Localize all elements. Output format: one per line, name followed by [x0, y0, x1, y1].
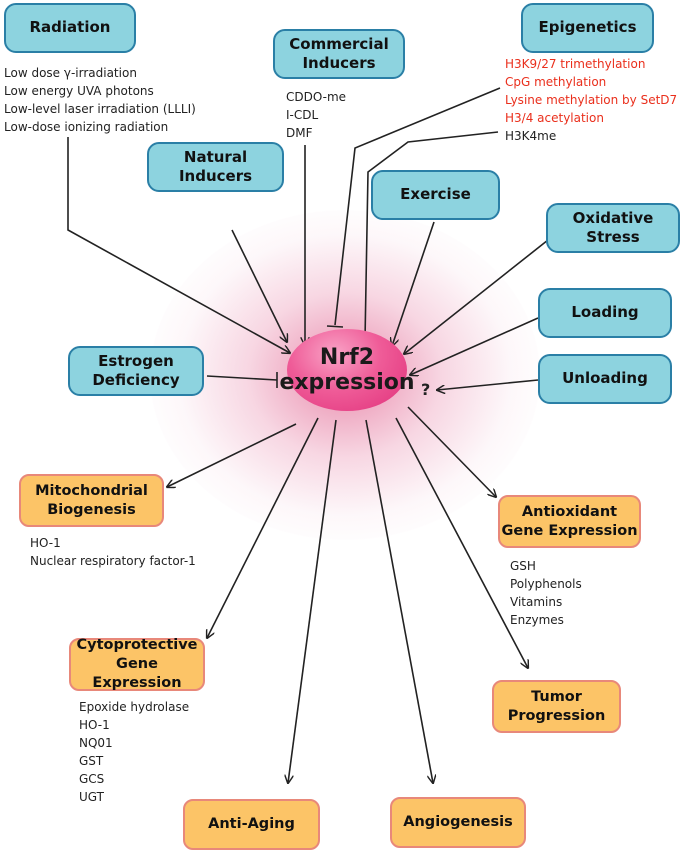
arrow-oxidative	[404, 239, 549, 354]
list-item: DMF	[286, 126, 313, 140]
center-line1: Nrf2	[319, 344, 375, 370]
angiogenesis-box: Angiogenesis	[390, 797, 526, 848]
tumor-title-line2: Progression	[507, 707, 606, 724]
epigenetics-box: Epigenetics	[521, 3, 654, 53]
list-item: I-CDL	[286, 108, 319, 122]
list-item: Low dose γ-irradiation	[4, 66, 137, 80]
arrow-to-cyto	[207, 417, 319, 638]
inhibit-epigenetics	[334, 87, 501, 326]
cyto-title-line1: Cytoprotective	[76, 637, 198, 654]
arrow-natural	[231, 229, 287, 342]
list-item: H3/4 acetylation	[505, 111, 604, 125]
antioxidant-gene-expression-box: Antioxidant Gene Expression	[498, 495, 641, 548]
arrow-to-antioxidant	[407, 406, 496, 497]
list-item: HO-1	[30, 536, 61, 550]
oxidative-title: Oxidative Stress	[572, 208, 654, 247]
list-item: Lysine methylation by SetD7	[505, 93, 678, 107]
list-item: Vitamins	[510, 595, 563, 609]
list-item: Low-dose ionizing radiation	[4, 120, 169, 134]
arrow-to-mito	[167, 423, 297, 487]
tumor-title-line1: Tumor	[531, 688, 582, 705]
list-item: HO-1	[79, 718, 110, 732]
list-item: Polyphenols	[510, 577, 582, 591]
center-line2: expression	[279, 370, 415, 395]
mito-title-line2: Biogenesis	[47, 501, 136, 518]
natural-inducers-box: Natural Inducers	[147, 142, 284, 192]
tumor-progression-box: Tumor Progression	[492, 680, 621, 733]
list-item: GSH	[510, 559, 536, 573]
nrf2-expression-node: Nrf2 expression	[279, 329, 415, 411]
exercise-title: Exercise	[400, 185, 471, 204]
exercise-box: Exercise	[371, 170, 500, 220]
radiation-title: Radiation	[29, 18, 111, 37]
arrow-unloading	[437, 379, 539, 390]
epigenetics-list: H3K9/27 trimethylation CpG methylation L…	[505, 55, 677, 127]
arrow-radiation	[67, 137, 290, 353]
list-item: H3K9/27 trimethylation	[505, 57, 646, 71]
mito-list: HO-1 Nuclear respiratory factor-1	[30, 534, 196, 570]
list-item: Nuclear respiratory factor-1	[30, 554, 196, 568]
mitochondrial-biogenesis-box: Mitochondrial Biogenesis	[19, 474, 164, 527]
list-item: CDDO-me	[286, 90, 347, 104]
anti-aging-box: Anti-Aging	[183, 799, 320, 850]
list-item: NQ01	[79, 736, 113, 750]
list-item: GCS	[79, 772, 105, 786]
antioxidant-list: GSH Polyphenols Vitamins Enzymes	[510, 557, 582, 629]
epigenetics-list-black: H3K4me	[505, 127, 556, 145]
list-item: Low energy UVA photons	[4, 84, 154, 98]
list-item: Enzymes	[510, 613, 564, 627]
natural-title: Natural Inducers	[178, 147, 253, 186]
estrogen-title-line1: Estrogen	[98, 351, 174, 370]
epigenetics-title: Epigenetics	[538, 18, 637, 37]
commercial-inducers-box: Commercial Inducers	[273, 29, 405, 79]
unloading-box: Unloading	[538, 354, 672, 404]
unloading-title: Unloading	[562, 369, 648, 388]
inhibit-epigenetics-bar	[326, 325, 344, 328]
cytoprotective-gene-expression-box: Cytoprotective Gene Expression	[69, 637, 205, 691]
commercial-title-line2: Inducers	[302, 54, 376, 72]
loading-title: Loading	[571, 303, 639, 322]
arrow-exercise	[392, 221, 435, 346]
list-item: Low-level laser irradiation (LLLI)	[4, 102, 196, 116]
aging-title: Anti-Aging	[208, 816, 295, 833]
loading-box: Loading	[538, 288, 672, 338]
arrow-to-tumor	[395, 417, 528, 668]
arrow-loading	[410, 317, 539, 375]
estrogen-title-line2: Deficiency	[92, 371, 180, 389]
antioxidant-title-line2: Gene Expression	[501, 522, 638, 539]
list-item: UGT	[79, 790, 104, 804]
list-item: Epoxide hydrolase	[79, 700, 190, 714]
list-item: GST	[79, 754, 104, 768]
estrogen-deficiency-box: Estrogen Deficiency	[68, 346, 204, 396]
commercial-title-line1: Commercial	[289, 34, 389, 53]
list-item: CpG methylation	[505, 75, 607, 89]
angio-title: Angiogenesis	[403, 814, 513, 831]
arrow-h3k4me	[365, 131, 499, 340]
inhibit-estrogen	[206, 375, 278, 381]
unknown-effect-marker: ?	[421, 380, 431, 399]
oxidative-stress-box: Oxidative Stress	[546, 203, 680, 253]
antioxidant-title-line1: Antioxidant	[521, 503, 618, 520]
radiation-box: Radiation	[4, 3, 136, 53]
list-item: H3K4me	[505, 129, 557, 143]
mito-title-line1: Mitochondrial	[35, 482, 148, 499]
radiation-list: Low dose γ-irradiation Low energy UVA ph…	[4, 64, 196, 136]
cyto-list: Epoxide hydrolase HO-1 NQ01 GST GCS UGT	[79, 698, 189, 806]
arrow-to-angio	[365, 419, 433, 783]
arrow-to-aging	[288, 419, 337, 783]
cyto-title-line2: Gene Expression	[92, 656, 182, 691]
commercial-list: CDDO-me I-CDL DMF	[286, 88, 346, 142]
